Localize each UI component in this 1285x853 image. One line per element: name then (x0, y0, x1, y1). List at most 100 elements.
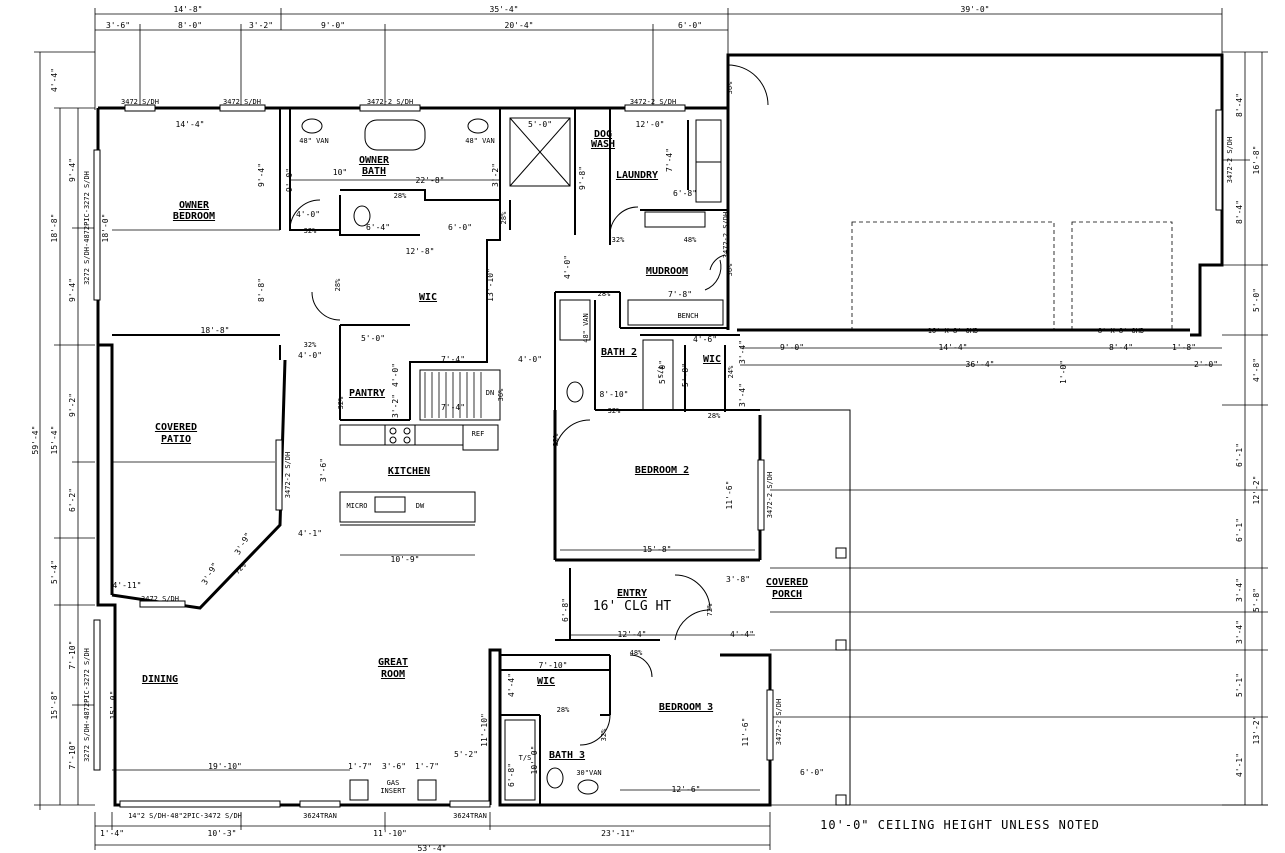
window-label: 3272 S/DH-4872PIC-3272 S/DH (83, 171, 91, 285)
stairs (424, 372, 482, 418)
dim-label: 4'-0" (298, 351, 322, 360)
door-label: 48% (630, 649, 643, 657)
dim-label: 59'-4" (31, 426, 40, 455)
label-van-48-c: 48" VAN (582, 313, 590, 343)
dim-label: 6'-0" (800, 768, 824, 777)
fixture-labels: REF MICRO DW 48" VAN 48" VAN 48" VAN 30"… (299, 137, 1144, 795)
dim-label: 9'-4" (68, 158, 77, 182)
door-label: 36% (497, 388, 505, 401)
dim-label: 11'-6" (725, 481, 734, 510)
dim-label: 5'-1" (1235, 673, 1244, 697)
room-bath-2: BATH 2 (601, 347, 637, 358)
window-label: 3472-2 S/DH (775, 699, 783, 745)
label-ohd-16: 16' X 8' OHD (928, 327, 979, 335)
dim-label: 3'-4" (738, 383, 747, 407)
interior-walls (112, 108, 760, 805)
dim-label: 6'-0" (448, 223, 472, 232)
dim-label: 9'-8" (578, 166, 587, 190)
dim-label: 9'-0" (321, 21, 345, 30)
dim-label: 6'-8" (507, 763, 516, 787)
dim-label: 23'-11" (601, 829, 635, 838)
window-label: 3472 S/DH (141, 595, 179, 603)
dim-label: 7'-4" (665, 148, 674, 172)
door-label: 28% (708, 412, 721, 420)
dim-label: 12'-0" (636, 120, 665, 129)
dim-label: 6'-1" (1235, 443, 1244, 467)
dim-label: 18'-0" (101, 214, 110, 243)
ceiling-height-note: 10'-0" CEILING HEIGHT UNLESS NOTED (820, 818, 1100, 832)
dim-label: 3'-4" (1235, 620, 1244, 644)
dim-label: 14'-4" (939, 343, 968, 352)
dims-bottom: 1'-4" 10'-3" 11'-10" 23'-11" 53'-4" (100, 829, 635, 853)
dim-label: 12'-8" (406, 247, 435, 256)
door-label: 36% (726, 81, 734, 94)
door-label: 72% (706, 603, 714, 616)
dim-label: 3'-9" (233, 531, 253, 556)
window-labels: 3472 S/DH 3472 S/DH 3472-2 S/DH 3472-2 S… (83, 98, 1234, 820)
dim-label: 5'-2" (454, 750, 478, 759)
label-micro: MICRO (346, 502, 367, 510)
dim-label: 10'-3" (208, 829, 237, 838)
dim-label: 3'-6" (382, 762, 406, 771)
dim-label: 18'-8" (201, 326, 230, 335)
dim-label: 4'-1" (298, 529, 322, 538)
room-owner-bedroom-2: BEDROOM (173, 211, 215, 222)
window-label: 3472-2 S/DH (766, 472, 774, 518)
dim-label: 3'-2" (249, 21, 273, 30)
door-label: 28% (334, 278, 342, 291)
dim-label: 5'-8" (1252, 588, 1261, 612)
dim-label: 9'-2" (68, 393, 77, 417)
porch-outline (97, 348, 851, 806)
dim-label: 1'-7" (415, 762, 439, 771)
label-ref: REF (472, 430, 485, 438)
label-ts-2: T/S (519, 754, 532, 762)
room-wic-3: WIC (537, 676, 555, 687)
dim-label: 20'-4" (505, 21, 534, 30)
label-ohd-8: 8' X 8' OHD (1098, 327, 1144, 335)
dim-label: 5'-0" (658, 360, 667, 384)
dim-label: 7'-10" (68, 641, 77, 670)
label-van-48-b: 48" VAN (465, 137, 495, 145)
window-label: 3472-2 S/DH (367, 98, 413, 106)
dim-label: 10" (333, 168, 347, 177)
dim-label: 4'-4" (507, 673, 516, 697)
dims-left: 59'-4" 4'-4" 18'-8" 15'-4" 5'-4" 15'-8" … (31, 68, 77, 770)
dim-label: 4'-0" (563, 255, 572, 279)
window-label: 3472 S/DH (223, 98, 261, 106)
room-covered-porch-2: PORCH (772, 589, 802, 600)
dim-label: 16'-8" (1252, 146, 1261, 175)
window-label: 3472-2 S/DH (1226, 137, 1234, 183)
dim-label: 9'-4" (68, 278, 77, 302)
dim-label: 3'-6" (106, 21, 130, 30)
dim-label: 1'-4" (100, 829, 124, 838)
dim-label: 6'-8" (673, 189, 697, 198)
dim-label: 9'-0" (285, 168, 294, 192)
dimension-lines (34, 8, 1268, 850)
dim-label: 12'-6" (672, 785, 701, 794)
window-label: 3472 S/DH (121, 98, 159, 106)
room-bedroom-3: BEDROOM 3 (659, 702, 713, 713)
room-owner-bath-1: OWNER (359, 155, 390, 166)
dim-label: 10'-9" (391, 555, 420, 564)
room-bedroom-2: BEDROOM 2 (635, 465, 689, 476)
door-swings (289, 64, 769, 746)
dim-label: 11'-10" (373, 829, 407, 838)
label-ts-1: T/S (656, 366, 664, 379)
dim-label: 7'-4" (441, 355, 465, 364)
dim-label: 5'-0" (528, 120, 552, 129)
dim-label: 7'-8" (668, 290, 692, 299)
kitchen-fixtures (339, 424, 499, 526)
room-covered-porch-1: COVERED (766, 577, 808, 588)
dim-label: 3'-9" (200, 561, 220, 586)
dim-label: 15'-8" (643, 545, 672, 554)
door-label: 72% (233, 561, 248, 576)
dim-label: 12'-2" (1252, 476, 1261, 505)
door-label: 28% (598, 290, 611, 298)
dim-label: 8'-0" (178, 21, 202, 30)
room-owner-bath-2: BATH (362, 166, 386, 177)
dim-label: 18'-8" (50, 214, 59, 243)
dim-label: 3'-4" (1235, 578, 1244, 602)
dim-label: 13'-10" (486, 268, 495, 302)
dim-label: 4'-0" (391, 363, 400, 387)
